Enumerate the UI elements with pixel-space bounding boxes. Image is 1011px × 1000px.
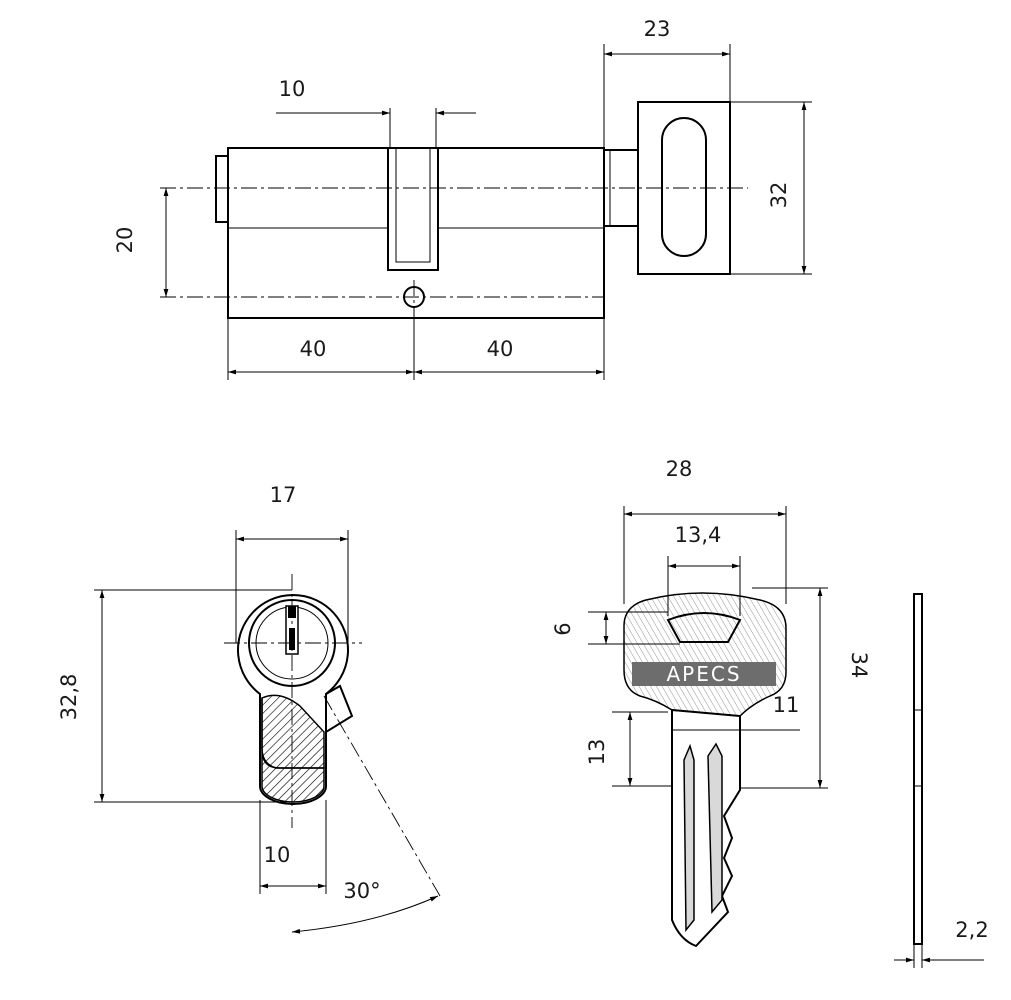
dim-profile-width: 17 [270, 483, 297, 507]
knob-grip-slot [661, 117, 707, 257]
key-edge [913, 593, 923, 945]
dim-key-inner-width: 13,4 [675, 523, 722, 547]
cylinder-body [227, 147, 605, 319]
key-blade [671, 708, 741, 948]
dim-key-blade-offset: 13 [585, 739, 609, 766]
cylinder-profile-view: 17 32,8 10 30° [57, 483, 441, 934]
left-tailpiece [215, 155, 229, 223]
dim-key-overall-height: 34 [847, 652, 871, 679]
dim-left-length: 40 [300, 337, 327, 361]
dim-key-hole-height: 6 [551, 622, 575, 635]
dim-cam-slot: 10 [279, 77, 306, 101]
key-brand: APECS [666, 662, 741, 686]
key-thickness-view: 2,2 [894, 593, 989, 968]
dim-key-bow-width: 28 [666, 457, 693, 481]
key-bow-hole [666, 612, 742, 643]
dim-lower-width: 10 [264, 843, 291, 867]
brand-band [632, 662, 776, 686]
cylinder-side-view: 10 23 32 20 40 40 [113, 17, 812, 380]
dim-profile-height: 32,8 [57, 674, 81, 721]
dim-axis-to-screw: 20 [113, 227, 137, 254]
dim-knob-height: 32 [767, 182, 791, 209]
dim-right-length: 40 [487, 337, 514, 361]
cam [325, 684, 354, 734]
dim-key-shoulder: 11 [773, 693, 800, 717]
cam-slot [387, 147, 439, 271]
dim-key-thickness: 2,2 [955, 918, 988, 942]
key-view: APECS 28 13,4 6 34 11 13 [551, 457, 871, 948]
key-bow [623, 592, 787, 717]
dim-cam-angle: 30° [343, 879, 380, 903]
dim-knob-width: 23 [644, 17, 671, 41]
